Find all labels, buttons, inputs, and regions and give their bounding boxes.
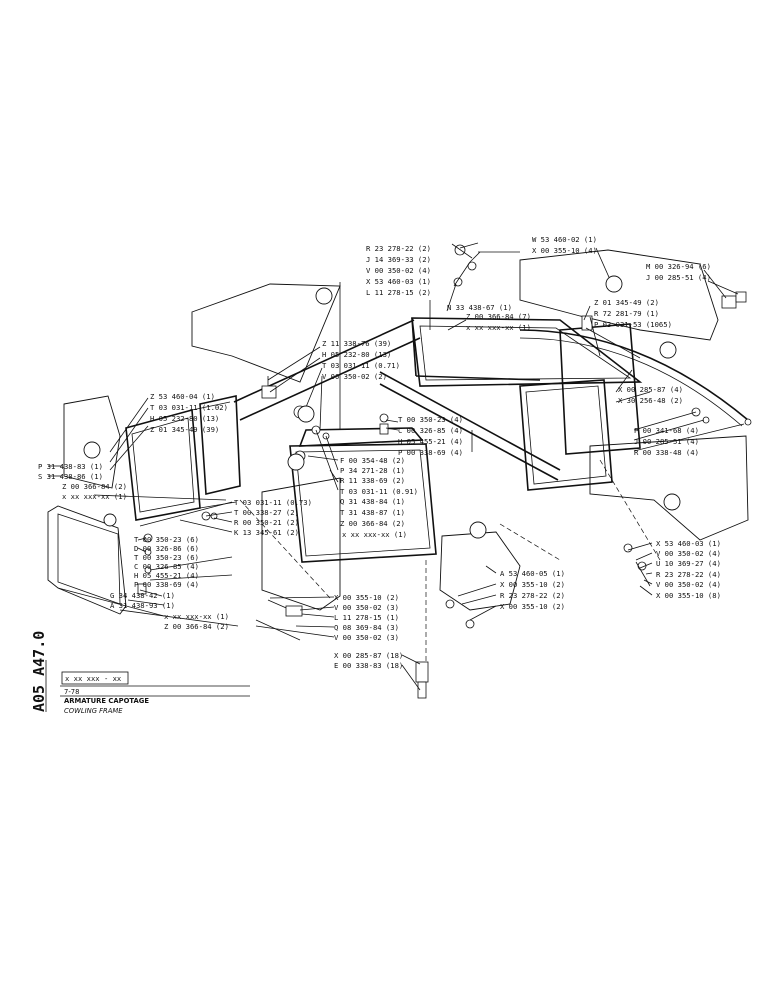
part-label: R 23 278-22 (2) xyxy=(366,244,431,253)
part-label: R 00 350-21 (2) xyxy=(234,518,299,527)
part-label: P 00 338-69 (4) xyxy=(398,448,463,457)
part-label: V 00 350-02 (3) xyxy=(334,603,399,612)
part-label: P 00 341-68 (4) xyxy=(634,426,699,435)
part-label: T 03 031-11 (0.91) xyxy=(340,487,418,496)
part-label: R 23 278-22 (2) xyxy=(500,591,565,600)
part-label: V 00 350-02 (4) xyxy=(656,549,721,558)
part-label: X 00 355-10 (2) xyxy=(500,580,565,589)
title-block: A05 A47.0 x xx xxx - xx 7-78 ARMATURE CA… xyxy=(30,631,250,715)
part-label: R 11 338-69 (2) xyxy=(340,476,405,485)
part-label: T 00 350-23 (6) xyxy=(134,553,199,562)
part-label: Z 00 366-84 (7) xyxy=(466,312,531,321)
part-label: x xx xxx-xx (1) xyxy=(466,323,531,332)
part-label: H 05 232-80 (13) xyxy=(322,350,391,359)
part-label: P 00 338-69 (4) xyxy=(134,580,199,589)
part-label: J 00 285-51 (4) xyxy=(634,437,699,446)
reference-code: x xx xxx - xx xyxy=(65,674,122,683)
drawing-code: A05 A47.0 xyxy=(30,631,48,712)
part-labels: W 53 460-02 (1) X 00 355-10 (4) R 23 278… xyxy=(38,235,721,670)
detail-circles xyxy=(83,275,681,539)
part-label: X 53 460-03 (1) xyxy=(366,277,431,286)
part-label: X 00 285-87 (4) xyxy=(618,385,683,394)
part-label: G 34 438-42 (1) xyxy=(110,591,175,600)
part-label: T 03 031-11 (1.02) xyxy=(150,403,228,412)
part-label: R 23 278-22 (4) xyxy=(656,570,721,579)
part-label: Z 01 345-49 (39) xyxy=(150,425,219,434)
part-label: E 00 338-83 (18) xyxy=(334,661,403,670)
cover-panels xyxy=(47,249,749,615)
part-label: Z 00 366-84 (2) xyxy=(62,482,127,491)
part-label: V 00 350-02 (4) xyxy=(366,266,431,275)
frame-structure xyxy=(125,282,749,563)
part-label: T 03 031-11 (0.73) xyxy=(234,498,312,507)
panel-bottom-center xyxy=(439,531,521,611)
title-english: COWLING FRAME xyxy=(64,707,123,715)
part-label: R 00 338-48 (4) xyxy=(634,448,699,457)
part-label: P 34 271-28 (1) xyxy=(340,466,405,475)
part-label: T 31 438-87 (1) xyxy=(340,508,405,517)
part-label: Z 01 345-49 (2) xyxy=(594,298,659,307)
part-label: C 00 326-85 (4) xyxy=(398,426,463,435)
part-label: T 03 031-11 (0.71) xyxy=(322,361,400,370)
reference-box xyxy=(61,671,129,685)
part-label: J 14 369-33 (2) xyxy=(366,255,431,264)
panel-right-lower xyxy=(589,435,749,541)
part-label: V 00 350-02 (2) xyxy=(322,372,387,381)
part-label: L 11 278-15 (2) xyxy=(366,288,431,297)
part-label: A 53 460-05 (1) xyxy=(500,569,565,578)
part-label: V 00 350-02 (4) xyxy=(656,580,721,589)
part-label: Z 11 338-76 (39) xyxy=(322,339,391,348)
title-french: ARMATURE CAPOTAGE xyxy=(64,697,149,705)
part-label: T 00 338-27 (2) xyxy=(234,508,299,517)
part-label: X 00 355-10 (4) xyxy=(532,246,597,255)
leader-lines xyxy=(48,242,745,691)
part-label: J 00 285-51 (4) xyxy=(646,273,711,282)
part-label: R 72 281-79 (1) xyxy=(594,309,659,318)
part-label: Z 00 366-84 (2) xyxy=(340,519,405,528)
part-label: L 11 278-15 (1) xyxy=(334,613,399,622)
part-label: x xx xxx-xx (1) xyxy=(164,612,229,621)
part-label: F 00 354-48 (2) xyxy=(340,456,405,465)
part-label: X 00 355-10 (2) xyxy=(334,593,399,602)
part-label: X 30 256-48 (2) xyxy=(618,396,683,405)
panel-front-door xyxy=(47,505,127,615)
part-label: D 00 326-86 (6) xyxy=(134,544,199,553)
part-label: C 00 326-85 (4) xyxy=(134,562,199,571)
part-label: T 00 350-23 (4) xyxy=(398,415,463,424)
panel-center-side xyxy=(261,477,341,611)
part-label: x xx xxx-xx (1) xyxy=(342,530,407,539)
part-label: H 05 455-21 (4) xyxy=(134,571,199,580)
part-label: S 31 438-86 (1) xyxy=(38,472,103,481)
part-label: P 03 031-53 (1065) xyxy=(594,320,672,329)
part-label: X 53 460-03 (1) xyxy=(656,539,721,548)
part-label: X 00 355-10 (2) xyxy=(500,602,565,611)
part-label: Z 00 366-84 (2) xyxy=(164,622,229,631)
drawing-date: 7-78 xyxy=(64,688,79,696)
part-label: M 00 326-94 (6) xyxy=(646,262,711,271)
part-label: Q 31 438-84 (1) xyxy=(340,497,405,506)
part-label: X 00 285-87 (18) xyxy=(334,651,403,660)
part-label: V 00 350-02 (3) xyxy=(334,633,399,642)
part-label: X 00 355-10 (8) xyxy=(656,591,721,600)
part-label: K 13 345-61 (2) xyxy=(234,528,299,537)
part-label: T 00 350-23 (6) xyxy=(134,535,199,544)
part-label: x xx xxx-xx (1) xyxy=(62,492,127,501)
part-label: Q 08 369-84 (3) xyxy=(334,623,399,632)
part-label: H 05 232-80 (13) xyxy=(150,414,219,423)
panel-top-right xyxy=(519,249,719,341)
part-label: Z 53 460-04 (1) xyxy=(150,392,215,401)
part-label: H 05 455-21 (4) xyxy=(398,437,463,446)
part-label: A 31 438-93 (1) xyxy=(110,601,175,610)
part-label: U 10 369-27 (4) xyxy=(656,559,721,568)
part-label: P 31 438-83 (1) xyxy=(38,462,103,471)
part-label: N 33 438-67 (1) xyxy=(447,303,512,312)
hardware xyxy=(137,243,752,699)
part-label: W 53 460-02 (1) xyxy=(532,235,597,244)
